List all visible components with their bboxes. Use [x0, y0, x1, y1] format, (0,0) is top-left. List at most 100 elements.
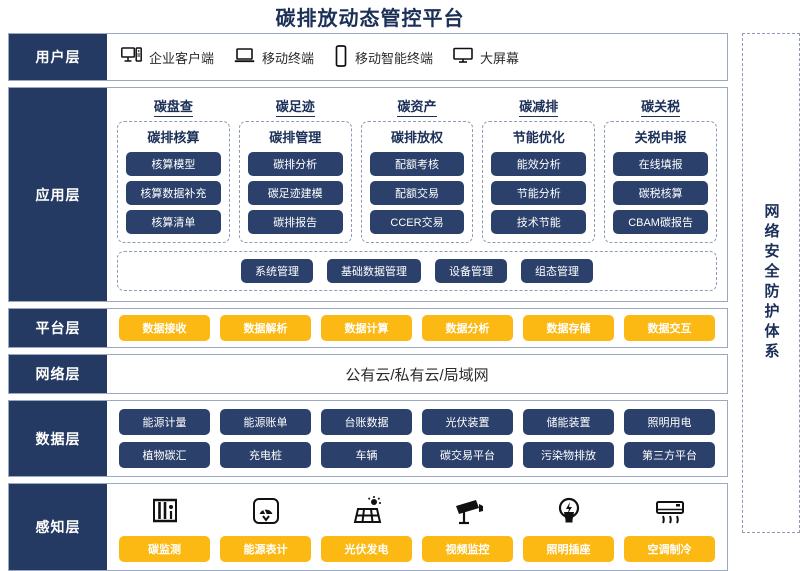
- app-group-box: 关税申报 在线填报 碳税核算 CBAM碳报告: [604, 121, 717, 243]
- app-group-carbon-tariff: 碳关税 关税申报 在线填报 碳税核算 CBAM碳报告: [604, 96, 717, 243]
- security-sidebar: 网络安全防护体系: [742, 33, 800, 533]
- layer-data: 数据层 能源计量 能源账单 台账数据 光伏装置 储能装置 照明用电 植物碳汇 充…: [8, 400, 728, 477]
- app-item[interactable]: 核算数据补充: [126, 181, 221, 205]
- app-item[interactable]: 碳税核算: [613, 181, 708, 205]
- app-item[interactable]: 核算清单: [126, 210, 221, 234]
- data-item[interactable]: 能源计量: [119, 409, 210, 435]
- data-item[interactable]: 台账数据: [321, 409, 412, 435]
- management-item[interactable]: 基础数据管理: [327, 259, 421, 283]
- security-sidebar-label: 网络安全防护体系: [762, 203, 780, 363]
- air-conditioner-icon: [624, 490, 715, 532]
- data-item[interactable]: 第三方平台: [624, 442, 715, 468]
- carbon-monitor-icon: [119, 490, 210, 532]
- platform-item[interactable]: 数据解析: [220, 315, 311, 341]
- app-group-carbon-footprint: 碳足迹 碳排管理 碳排分析 碳足迹建模 碳排报告: [238, 96, 352, 243]
- app-item[interactable]: 碳排报告: [247, 210, 343, 234]
- user-item-enterprise-client[interactable]: 企业客户端: [121, 47, 214, 67]
- app-item[interactable]: CBAM碳报告: [613, 210, 708, 234]
- user-item-mobile-terminal[interactable]: 移动终端: [234, 47, 314, 67]
- layer-platform: 平台层 数据接收 数据解析 数据计算 数据分析 数据存储 数据交互: [8, 308, 728, 348]
- user-item-label: 移动终端: [262, 50, 315, 66]
- layer-platform-label: 平台层: [9, 309, 107, 347]
- data-item[interactable]: 光伏装置: [422, 409, 513, 435]
- app-group-title: 碳资产: [397, 96, 437, 117]
- app-item[interactable]: 碳排分析: [247, 152, 343, 176]
- app-group-carbon-asset: 碳资产 碳排放权 配额考核 配额交易 CCER交易: [360, 96, 474, 243]
- platform-item[interactable]: 数据存储: [523, 315, 614, 341]
- app-group-title: 碳盘查: [153, 96, 193, 117]
- desktop-tower-icon: [121, 47, 142, 67]
- layer-perception-label: 感知层: [9, 484, 107, 570]
- layer-user-label: 用户层: [9, 34, 107, 80]
- data-item[interactable]: 照明用电: [624, 409, 715, 435]
- app-group-box: 节能优化 能效分析 节能分析 技术节能: [482, 121, 596, 243]
- app-group-subtitle: 关税申报: [634, 130, 687, 145]
- layer-application-label: 应用层: [9, 88, 107, 301]
- data-item[interactable]: 车辆: [321, 442, 412, 468]
- app-group-carbon-reduction: 碳减排 节能优化 能效分析 节能分析 技术节能: [482, 96, 596, 243]
- laptop-icon: [234, 47, 255, 67]
- network-text-wrap: 公有云/私有云/局域网: [107, 355, 727, 393]
- network-text: 公有云/私有云/局域网: [345, 366, 489, 384]
- layer-perception: 感知层: [8, 483, 728, 571]
- app-group-title: 碳减排: [519, 96, 559, 117]
- solar-panel-icon: [321, 490, 412, 532]
- cctv-camera-icon: [422, 490, 513, 532]
- management-bar: 系统管理 基础数据管理 设备管理 组态管理: [117, 251, 717, 291]
- user-item-large-screen[interactable]: 大屏幕: [453, 47, 519, 67]
- layer-data-label: 数据层: [9, 401, 107, 476]
- layer-network-label: 网络层: [9, 355, 107, 393]
- platform-item[interactable]: 数据分析: [422, 315, 513, 341]
- app-group-subtitle: 节能优化: [512, 130, 565, 145]
- platform-item-list: 数据接收 数据解析 数据计算 数据分析 数据存储 数据交互: [107, 309, 727, 347]
- app-group-title: 碳关税: [641, 96, 681, 117]
- layer-stack: 用户层: [8, 33, 728, 571]
- user-item-label: 移动智能终端: [355, 50, 434, 66]
- data-item[interactable]: 碳交易平台: [422, 442, 513, 468]
- user-item-label: 企业客户端: [149, 50, 215, 66]
- app-item[interactable]: 在线填报: [613, 152, 708, 176]
- data-source-grid: 能源计量 能源账单 台账数据 光伏装置 储能装置 照明用电 植物碳汇 充电桩 车…: [119, 409, 715, 468]
- data-item[interactable]: 能源账单: [220, 409, 311, 435]
- layer-application: 应用层 碳盘查 碳排核算 核算模型 核算数据补充 核算清单 碳足迹: [8, 87, 728, 302]
- architecture-diagram: 碳排放动态管控平台 用户层: [8, 8, 800, 571]
- management-item[interactable]: 系统管理: [241, 259, 313, 283]
- user-item-smart-mobile-terminal[interactable]: 移动智能终端: [334, 44, 434, 70]
- app-group-box: 碳排管理 碳排分析 碳足迹建模 碳排报告: [238, 121, 352, 243]
- app-group-box: 碳排放权 配额考核 配额交易 CCER交易: [360, 121, 474, 243]
- app-item[interactable]: 配额交易: [369, 181, 465, 205]
- data-item[interactable]: 充电桩: [220, 442, 311, 468]
- platform-item[interactable]: 数据接收: [119, 315, 210, 341]
- app-group-subtitle: 碳排放权: [390, 130, 443, 145]
- management-item[interactable]: 组态管理: [521, 259, 593, 283]
- gauge-meter-icon: [220, 490, 311, 532]
- app-item[interactable]: CCER交易: [369, 210, 465, 234]
- app-group-title: 碳足迹: [275, 96, 315, 117]
- data-item[interactable]: 污染物排放: [523, 442, 614, 468]
- perception-grid: 碳监测 能源表计 光伏发电 视频监控 照明插座 空调制冷: [119, 490, 715, 562]
- monitor-icon: [453, 47, 473, 67]
- app-item[interactable]: 节能分析: [491, 181, 587, 205]
- layer-user: 用户层: [8, 33, 728, 81]
- data-item[interactable]: 储能装置: [523, 409, 614, 435]
- page-title: 碳排放动态管控平台: [275, 8, 465, 30]
- light-bulb-icon: [523, 490, 614, 532]
- app-group-subtitle: 碳排核算: [147, 130, 200, 145]
- management-item[interactable]: 设备管理: [435, 259, 507, 283]
- app-item[interactable]: 能效分析: [491, 152, 587, 176]
- smartphone-icon: [334, 44, 348, 70]
- user-item-label: 大屏幕: [480, 50, 520, 66]
- app-group-carbon-inventory: 碳盘查 碳排核算 核算模型 核算数据补充 核算清单: [117, 96, 230, 243]
- application-groups: 碳盘查 碳排核算 核算模型 核算数据补充 核算清单 碳足迹 碳排管理 碳排分析: [117, 96, 717, 243]
- platform-item[interactable]: 数据计算: [321, 315, 412, 341]
- user-terminal-list: 企业客户端 移动终端: [107, 34, 533, 80]
- data-item[interactable]: 植物碳汇: [119, 442, 210, 468]
- layer-network: 网络层 公有云/私有云/局域网: [8, 354, 728, 394]
- platform-item[interactable]: 数据交互: [624, 315, 715, 341]
- app-item[interactable]: 技术节能: [491, 210, 587, 234]
- app-group-box: 碳排核算 核算模型 核算数据补充 核算清单: [117, 121, 230, 243]
- app-group-subtitle: 碳排管理: [269, 130, 322, 145]
- app-item[interactable]: 碳足迹建模: [247, 181, 343, 205]
- app-item[interactable]: 核算模型: [126, 152, 221, 176]
- app-item[interactable]: 配额考核: [369, 152, 465, 176]
